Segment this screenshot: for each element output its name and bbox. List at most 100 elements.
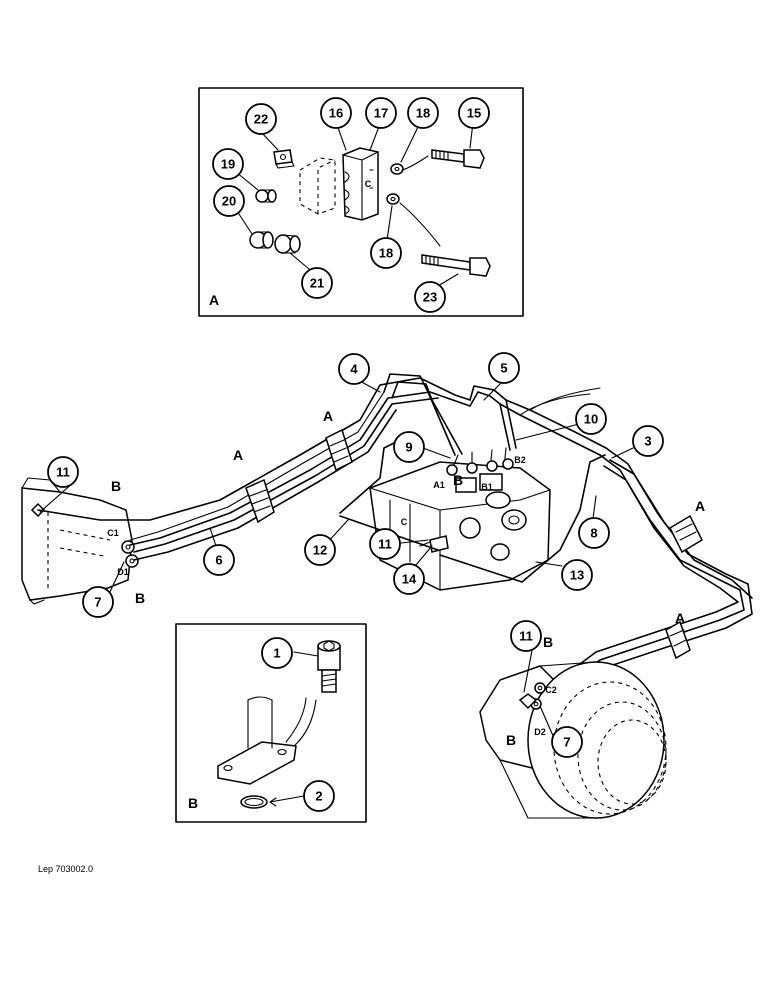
port-label: C2 (545, 685, 557, 695)
callout-19: 19 (212, 148, 244, 180)
letter-b: B (453, 472, 463, 488)
callout-21: 21 (301, 267, 333, 299)
cap-screw (317, 640, 341, 693)
svg-text:11: 11 (378, 537, 392, 552)
clamp-block (342, 147, 379, 221)
svg-text:15: 15 (467, 106, 481, 121)
letter-a: A (233, 447, 243, 463)
svg-text:6: 6 (215, 553, 222, 568)
port-label: D1 (117, 567, 129, 577)
control-valve (369, 447, 551, 591)
letter-a: A (675, 610, 685, 626)
letter-b: B (135, 590, 145, 606)
pipe-clamp-mid (325, 428, 353, 472)
svg-text:19: 19 (221, 157, 235, 172)
svg-text:5: 5 (500, 361, 507, 376)
letter-a: A (695, 498, 705, 514)
svg-text:18: 18 (416, 106, 430, 121)
detail-a-label: A (209, 292, 219, 308)
svg-text:2: 2 (315, 789, 322, 804)
washer-lower (386, 193, 400, 205)
callouts: 1 2 3 4 5 6 7 7 8 9 10 11 11 11 12 13 14… (47, 97, 664, 812)
port-label: A1 (433, 480, 445, 490)
pipe-13 (439, 454, 606, 583)
svg-text:7: 7 (563, 735, 570, 750)
svg-text:20: 20 (222, 194, 236, 209)
pipe-clamp-right-lower (665, 620, 691, 660)
svg-text:23: 23 (423, 290, 437, 305)
callout-11: 11 (47, 456, 79, 488)
bushing-small (255, 189, 277, 203)
pipe-clamp-left (245, 478, 275, 524)
drawing-reference: Lep 703002.0 (38, 864, 93, 874)
callout-7: 7 (551, 726, 583, 758)
letter-b: B (111, 478, 121, 494)
callout-8: 8 (578, 517, 610, 549)
svg-text:16: 16 (329, 106, 343, 121)
svg-text:4: 4 (350, 362, 358, 377)
detail-a-frame (198, 87, 524, 317)
callout-15: 15 (458, 97, 490, 129)
port-labels: C1 D1 A1 B1 B2 C2 D2 C C (107, 179, 557, 737)
callout-18: 18 (407, 97, 439, 129)
svg-text:22: 22 (254, 112, 268, 127)
callout-20: 20 (213, 185, 245, 217)
pipe-clamp-right-upper (669, 514, 703, 554)
svg-text:14: 14 (402, 572, 417, 587)
port-label: C (401, 517, 408, 527)
detail-b-label: B (188, 795, 198, 811)
left-travel-motor (21, 477, 139, 605)
svg-text:7: 7 (94, 595, 101, 610)
svg-text:13: 13 (570, 568, 584, 583)
svg-text:18: 18 (379, 246, 393, 261)
callout-5: 5 (488, 352, 520, 384)
svg-text:3: 3 (644, 434, 651, 449)
letter-b: B (543, 634, 553, 650)
callout-16: 16 (320, 97, 352, 129)
letter-a: A (323, 408, 333, 424)
callout-13: 13 (561, 559, 593, 591)
callout-11: 11 (510, 620, 542, 652)
bolt-upper (401, 149, 485, 171)
port-label: D2 (534, 727, 546, 737)
callout-2: 2 (303, 780, 335, 812)
svg-text:12: 12 (313, 543, 327, 558)
callout-9: 9 (393, 431, 425, 463)
callout-17: 17 (365, 97, 397, 129)
callout-7: 7 (82, 586, 114, 618)
right-travel-motor (479, 661, 667, 819)
callout-12: 12 (304, 534, 336, 566)
callout-10: 10 (575, 403, 607, 435)
port-flange (217, 696, 317, 785)
svg-text:21: 21 (310, 276, 324, 291)
callout-23: 23 (414, 281, 446, 313)
bolt-lower (399, 202, 491, 277)
port-label: C1 (107, 528, 119, 538)
callout-14: 14 (393, 563, 425, 595)
svg-text:1: 1 (273, 646, 280, 661)
callout-11: 11 (369, 528, 401, 560)
bushing-flange (249, 231, 274, 249)
nut-square (273, 149, 295, 169)
port-label: B2 (514, 455, 526, 465)
svg-text:10: 10 (584, 412, 598, 427)
svg-text:11: 11 (56, 465, 70, 480)
callout-6: 6 (203, 544, 235, 576)
detail-b-frame (175, 623, 367, 823)
detail-a-panel: A (198, 87, 524, 317)
svg-text:17: 17 (374, 106, 388, 121)
callout-3: 3 (632, 425, 664, 457)
svg-text:9: 9 (405, 440, 412, 455)
washer-upper (390, 163, 404, 175)
callout-18: 18 (370, 237, 402, 269)
letter-b: B (506, 732, 516, 748)
callout-22: 22 (245, 103, 277, 135)
pipe-12 (339, 439, 401, 514)
port-label: B1 (481, 482, 493, 492)
detail-b-panel: B (175, 623, 367, 823)
svg-text:8: 8 (590, 526, 597, 541)
port-label: C (365, 179, 372, 189)
callout-4: 4 (338, 353, 370, 385)
main-assembly (21, 373, 753, 819)
